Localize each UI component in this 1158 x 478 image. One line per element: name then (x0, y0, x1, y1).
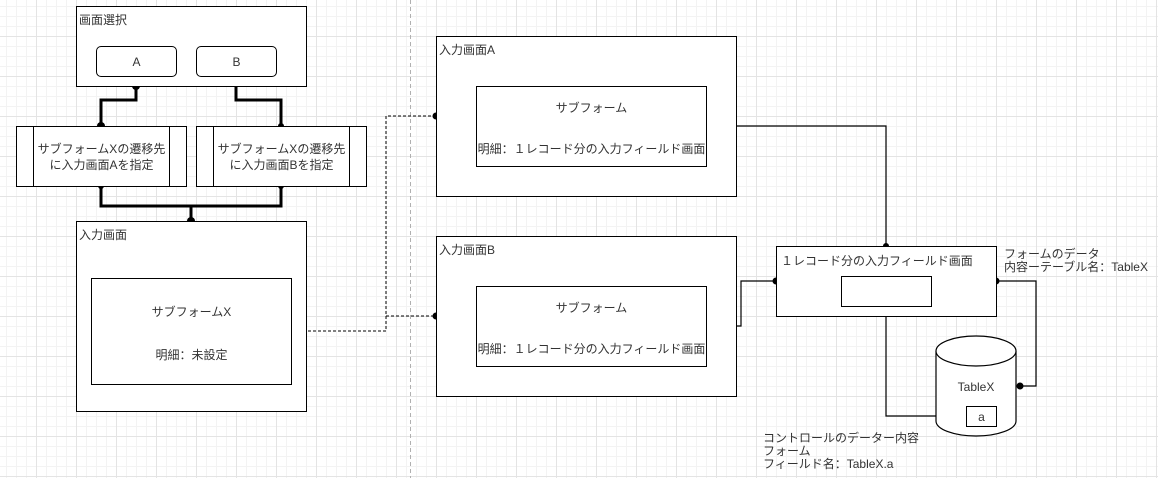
record-input-field[interactable] (841, 276, 932, 307)
input-screen-b-title: 入力画面B (439, 243, 496, 257)
screen-b-button[interactable]: B (196, 46, 277, 77)
record-field-screen-title: １レコード分の入力フィールド画面 (781, 254, 973, 268)
connector-record-screen-to-table (996, 280, 1037, 387)
connector-subform-a-to-record-screen (707, 125, 887, 246)
process-a-line2: に入力画面Aを指定 (49, 157, 154, 172)
screen-a-button[interactable]: A (96, 46, 177, 77)
table-field-a-label: a (978, 409, 985, 424)
form-data-note: フォームのデータ 内容ーテーブル名：TableX (1004, 247, 1148, 274)
process-b-line2: に入力画面Bを指定 (229, 157, 334, 172)
connector-subformx-to-input-a (293, 115, 436, 332)
subform-x-detail: 明細：未設定 (155, 348, 228, 362)
connector-dot (1016, 382, 1024, 390)
subform-a[interactable]: サブフォーム 明細：１レコード分の入力フィールド画面 (476, 86, 707, 167)
input-screen-a-title: 入力画面A (439, 43, 496, 57)
connector-button-a-to-process-a (99, 86, 138, 126)
table-field-a: a (966, 406, 997, 427)
connector-processes-to-input-screen (99, 186, 283, 208)
process-a-line1: サブフォームXの遷移先 (37, 141, 166, 156)
input-screen-title: 入力画面 (79, 228, 128, 242)
screen-b-button-label: B (232, 54, 241, 69)
subform-x[interactable]: サブフォームX 明細：未設定 (91, 278, 292, 385)
subform-b-name: サブフォーム (555, 301, 628, 315)
process-set-input-a: サブフォームXの遷移先 に入力画面Aを指定 (16, 126, 187, 187)
table-name-label: TableX (957, 380, 995, 394)
subform-a-name: サブフォーム (555, 101, 628, 115)
screen-select-title: 画面選択 (79, 13, 128, 27)
subform-x-name: サブフォームX (151, 305, 232, 319)
process-set-input-b: サブフォームXの遷移先 に入力画面Bを指定 (196, 126, 367, 187)
process-b-line1: サブフォームXの遷移先 (217, 141, 346, 156)
subform-a-detail: 明細：１レコード分の入力フィールド画面 (477, 142, 706, 156)
screen-a-button-label: A (132, 54, 141, 69)
control-data-note: コントロールのデーター内容 フォーム フィールド名：TableX.a (763, 431, 920, 471)
subform-b-detail: 明細：１レコード分の入力フィールド画面 (477, 342, 706, 356)
subform-b[interactable]: サブフォーム 明細：１レコード分の入力フィールド画面 (476, 286, 707, 367)
connector-button-b-to-process-b (234, 76, 283, 126)
